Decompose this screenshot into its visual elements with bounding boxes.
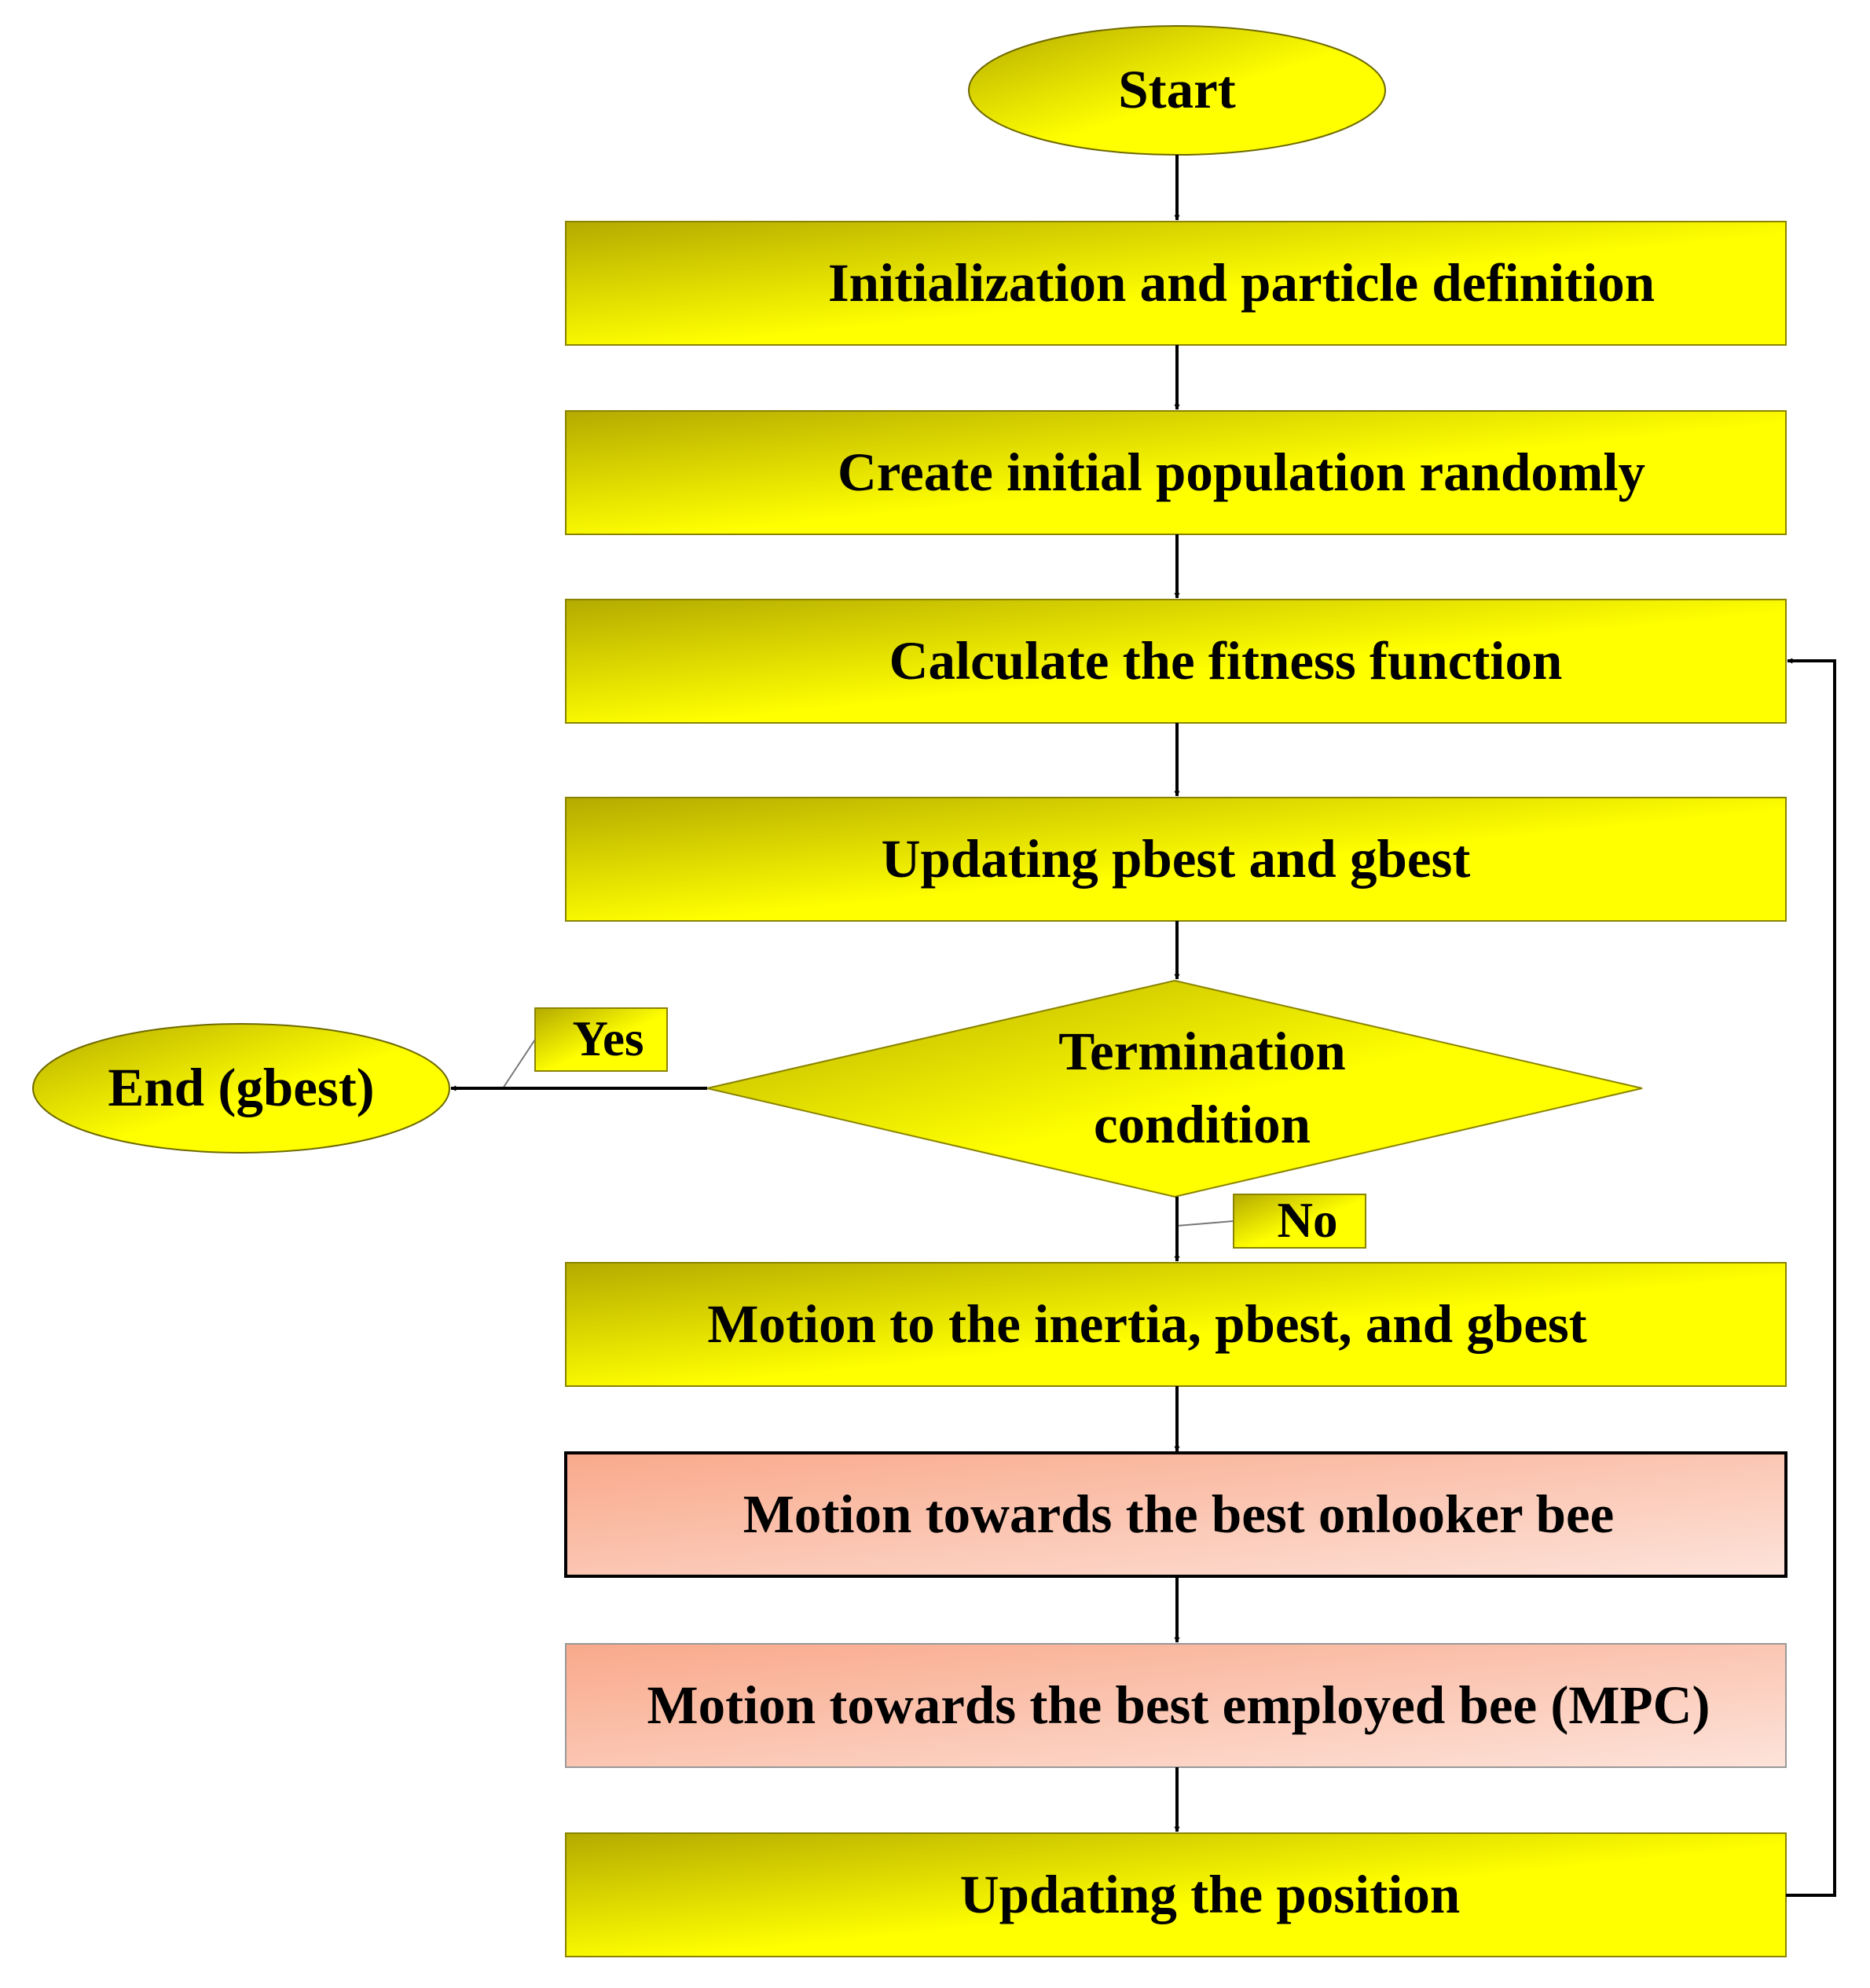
fitness-box	[565, 599, 1787, 724]
update-position-label: Updating the position	[959, 1864, 1461, 1924]
motion-employed-label: Motion towards the best employed bee (MP…	[647, 1674, 1710, 1735]
motion-onlooker-box	[564, 1451, 1788, 1578]
yes-label: Yes	[572, 1011, 644, 1067]
update-position-box	[565, 1832, 1787, 1957]
motion-inertia-box	[565, 1262, 1787, 1387]
create-population-box	[565, 410, 1787, 535]
init-label: Initialization and particle definition	[827, 252, 1656, 313]
no-label: No	[1277, 1193, 1338, 1249]
end-label: End (gbest)	[108, 1058, 375, 1118]
update-best-label: Updating pbest and gbest	[881, 828, 1471, 889]
yes-label-box	[534, 1007, 668, 1072]
no-label-box	[1233, 1194, 1366, 1249]
create-population-label: Create initial population randomly	[837, 442, 1646, 502]
loop-position-to-fitness	[1786, 658, 1836, 1897]
termination-line-2: condition	[1093, 1095, 1311, 1154]
start-label: Start	[1118, 60, 1236, 120]
termination-line-1: Termination	[1058, 1021, 1346, 1081]
motion-onlooker-label: Motion towards the best onlooker bee	[742, 1484, 1615, 1544]
init-box	[565, 221, 1787, 346]
termination-label: Termination condition	[888, 1010, 1516, 1167]
termination-diamond	[706, 979, 1643, 1198]
motion-inertia-label: Motion to the inertia, pbest, and gbest	[707, 1293, 1587, 1354]
yes-leader-line	[502, 1039, 536, 1089]
end-oval	[32, 1023, 450, 1154]
motion-employed-box	[565, 1643, 1787, 1768]
fitness-label: Calculate the fitness function	[889, 630, 1563, 691]
no-leader-line	[1176, 1220, 1234, 1227]
update-best-box	[565, 797, 1787, 922]
